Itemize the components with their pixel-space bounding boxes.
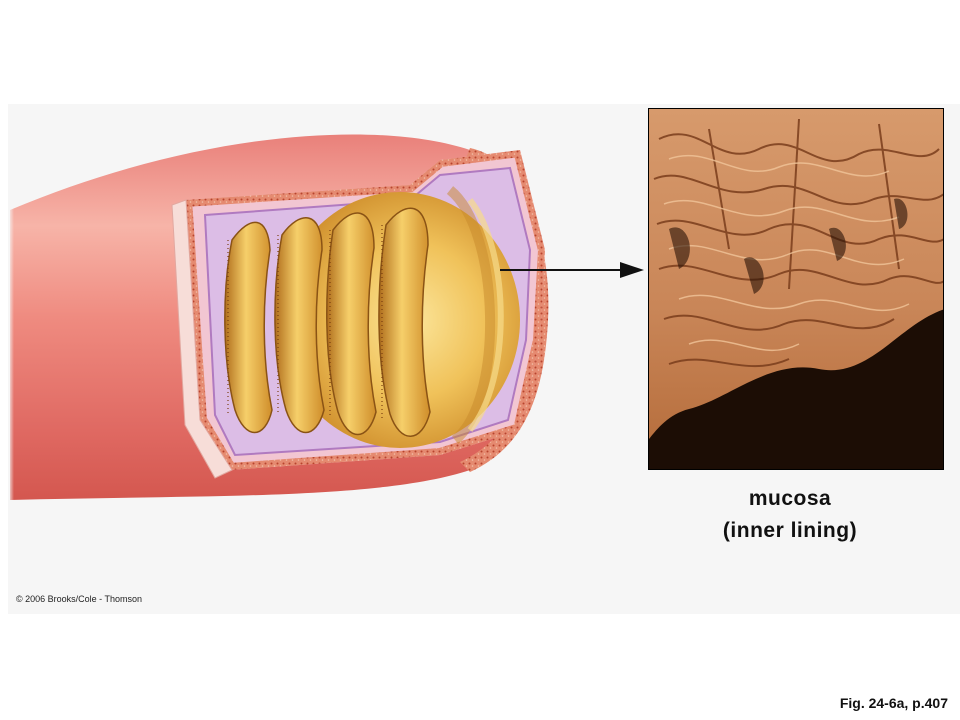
- copyright-notice: © 2006 Brooks/Cole - Thomson: [16, 594, 143, 604]
- arrow-pointer-icon: [500, 262, 644, 278]
- caption-inner-lining: (inner lining): [722, 519, 858, 542]
- caption-mucosa: mucosa: [748, 487, 832, 510]
- mucosa-photograph: [648, 108, 944, 470]
- figure-reference: Fig. 24-6a, p.407: [839, 695, 948, 711]
